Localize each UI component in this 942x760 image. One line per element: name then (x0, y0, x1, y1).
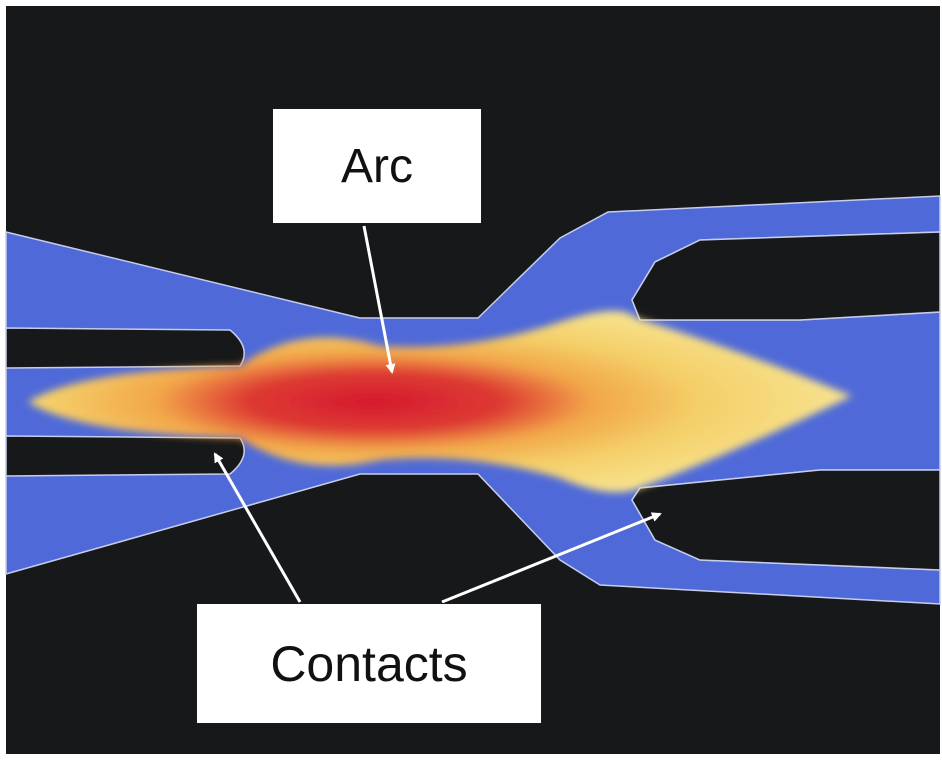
contacts-label: Contacts (196, 603, 542, 724)
contact-left-upper (6, 328, 244, 368)
contact-left-lower (6, 436, 244, 476)
arc-label: Arc (272, 108, 482, 224)
